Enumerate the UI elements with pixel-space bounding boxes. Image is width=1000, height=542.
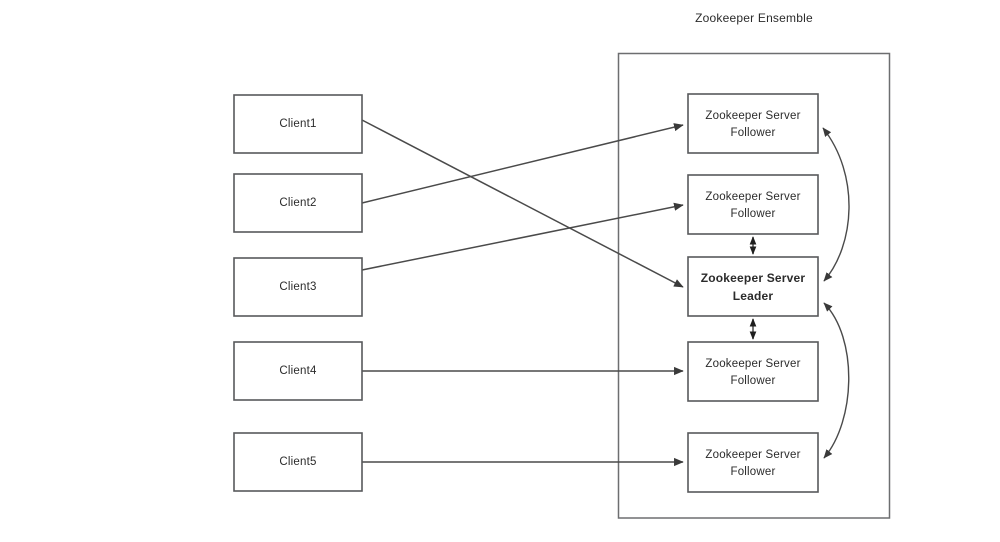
connector-client2-to-follower1 [361, 123, 684, 204]
server-node-follower-3[interactable]: Zookeeper Server Follower [687, 341, 819, 402]
client-label-1: Client1 [279, 118, 316, 130]
client-label-3: Client3 [279, 281, 316, 293]
client-node-3[interactable]: Client3 [233, 257, 363, 317]
client-label-4: Client4 [279, 365, 317, 377]
server-label-leader-line2: Leader [733, 289, 774, 303]
client-label-5: Client5 [279, 456, 316, 468]
connector-follower1-leader-curve [822, 127, 850, 282]
server-label-follower-4-line1: Zookeeper Server [705, 449, 800, 461]
server-label-follower-1-line1: Zookeeper Server [705, 110, 800, 122]
connector-client1-to-leader [361, 119, 684, 288]
server-box-follower-4[interactable] [687, 432, 819, 493]
client-box-4[interactable] [233, 341, 363, 401]
ensemble-container [617, 52, 891, 519]
client-box-3[interactable] [233, 257, 363, 317]
client-box-2[interactable] [233, 173, 363, 233]
server-box-follower-2[interactable] [687, 174, 819, 235]
client-box-5[interactable] [233, 432, 363, 492]
server-node-follower-4[interactable]: Zookeeper Server Follower [687, 432, 819, 493]
server-box-follower-1[interactable] [687, 93, 819, 154]
client-node-4[interactable]: Client4 [233, 341, 363, 401]
server-node-leader[interactable]: Zookeeper Server Leader [687, 256, 819, 317]
client-box-1[interactable] [233, 94, 363, 154]
client-node-5[interactable]: Client5 [233, 432, 363, 492]
server-label-follower-3-line1: Zookeeper Server [705, 358, 800, 370]
server-label-follower-2-line2: Follower [730, 208, 775, 220]
server-node-follower-1[interactable]: Zookeeper Server Follower [687, 93, 819, 154]
ensemble-title: Zookeeper Ensemble [695, 11, 813, 25]
server-box-leader[interactable] [687, 256, 819, 317]
client-node-2[interactable]: Client2 [233, 173, 363, 233]
client-label-2: Client2 [279, 197, 316, 209]
server-box-follower-3[interactable] [687, 341, 819, 402]
connector-leader-follower4-curve [823, 302, 850, 459]
server-label-follower-1-line2: Follower [730, 127, 775, 139]
server-label-follower-2-line1: Zookeeper Server [705, 191, 800, 203]
connector-client3-to-follower2 [361, 202, 684, 271]
server-label-follower-3-line2: Follower [730, 375, 775, 387]
client-node-1[interactable]: Client1 [233, 94, 363, 154]
server-node-follower-2[interactable]: Zookeeper Server Follower [687, 174, 819, 235]
server-label-follower-4-line2: Follower [730, 466, 775, 478]
server-label-leader-line1: Zookeeper Server [701, 271, 806, 285]
